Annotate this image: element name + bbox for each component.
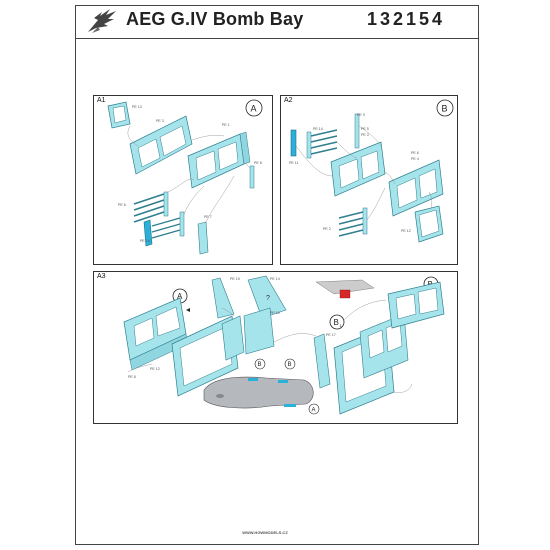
ladder-pe14 bbox=[306, 129, 338, 159]
marker-a3-small-a: A bbox=[312, 408, 316, 414]
part-label-a2-6: PE 11 bbox=[289, 161, 299, 165]
rod-pe8 bbox=[249, 165, 255, 189]
frame-pe3 bbox=[129, 115, 193, 175]
part-label-a1-3: PE 8 bbox=[254, 161, 262, 165]
panel-a1-label: A1 bbox=[97, 97, 106, 104]
ladder-pe2 bbox=[338, 207, 368, 237]
step-marker-b-letter: B bbox=[442, 104, 448, 114]
part-label-a1-4: PE 6 bbox=[118, 203, 126, 207]
step-marker-b bbox=[436, 99, 454, 117]
ladder-pe6 bbox=[133, 191, 169, 223]
plate-pe7 bbox=[197, 221, 209, 255]
part-label-a3-5: PE 8 bbox=[128, 375, 136, 379]
part-label-a2-0: PE 9 bbox=[357, 113, 365, 117]
rod-pe5 bbox=[354, 113, 360, 149]
header-divider bbox=[75, 38, 479, 39]
frame-pe13 bbox=[107, 101, 131, 129]
plate-pe14 bbox=[247, 275, 287, 319]
part-label-a3-1: PE 14 bbox=[270, 277, 280, 281]
marker-b1-main: B bbox=[334, 318, 339, 327]
panel-a3-label: A3 bbox=[97, 273, 106, 280]
plate-pe15 bbox=[211, 277, 235, 319]
marker-b1-mid: B bbox=[288, 362, 292, 368]
panel-a3-drawing: A ? B bbox=[123, 275, 445, 415]
part-label-a3-0: PE 15 bbox=[230, 277, 240, 281]
footer-url: WWW.HGWMODELS.CZ bbox=[242, 530, 288, 535]
marker-b1-left: B bbox=[258, 362, 262, 368]
step-marker-a-letter: A bbox=[251, 104, 257, 114]
panel-a2-label: A2 bbox=[284, 97, 293, 104]
panel-a1: A1 A bbox=[93, 95, 273, 265]
marker-b1-main-sub: 1 bbox=[340, 323, 343, 328]
part-label-a2-7: PE 2 bbox=[323, 227, 331, 231]
part-label-a3-4: PE 12 bbox=[150, 367, 160, 371]
part-label-a2-8: PE 12 bbox=[401, 229, 411, 233]
question-mark: ? bbox=[266, 295, 270, 302]
hgw-eagle-logo bbox=[88, 9, 116, 33]
frame-pe3-a2 bbox=[330, 141, 386, 197]
part-label-a1-5: PE 7 bbox=[204, 215, 212, 219]
part-label-a1-2: PE 1 bbox=[222, 123, 230, 127]
red-detail bbox=[315, 279, 375, 299]
part-label-a3-2: PE 10 bbox=[270, 311, 280, 315]
frame-pe16 bbox=[143, 211, 185, 247]
part-label-a1-0: PE 13 bbox=[132, 105, 142, 109]
part-label-a3-3: PE 17 bbox=[326, 333, 336, 337]
step-marker-a bbox=[245, 99, 263, 117]
product-code: 132154 bbox=[367, 9, 446, 29]
part-label-a2-3: PE 3 bbox=[361, 133, 369, 137]
part-label-a1-6: PE 16 bbox=[140, 239, 150, 243]
part-label-a2-4: PE 6 bbox=[411, 151, 419, 155]
part-label-a2-1: PE 14 bbox=[313, 127, 323, 131]
panel-a1-drawing: A bbox=[107, 99, 263, 255]
page-title: AEG G.IV Bomb Bay bbox=[126, 9, 304, 29]
panel-a2: A2 B bbox=[280, 95, 458, 265]
step-marker-a3-a-letter: A bbox=[177, 292, 183, 301]
part-label-a1-1: PE 3 bbox=[156, 119, 164, 123]
frame-pe12 bbox=[414, 205, 444, 243]
part-label-a2-2: PE 5 bbox=[361, 127, 369, 131]
panel-a2-drawing: B PE bbox=[289, 99, 454, 243]
assembly-b1 bbox=[313, 313, 409, 415]
assembly-a bbox=[123, 297, 239, 397]
frame-pe1 bbox=[187, 131, 251, 189]
strip-pe9 bbox=[290, 129, 297, 157]
assembly-b2 bbox=[387, 281, 445, 329]
fuselage-floor bbox=[203, 376, 314, 409]
doors-pe10 bbox=[221, 307, 275, 361]
panel-a3: A3 A ? bbox=[93, 271, 458, 424]
part-label-a2-5: PE 4 bbox=[411, 157, 419, 161]
frame-pe6-a2 bbox=[388, 159, 444, 217]
